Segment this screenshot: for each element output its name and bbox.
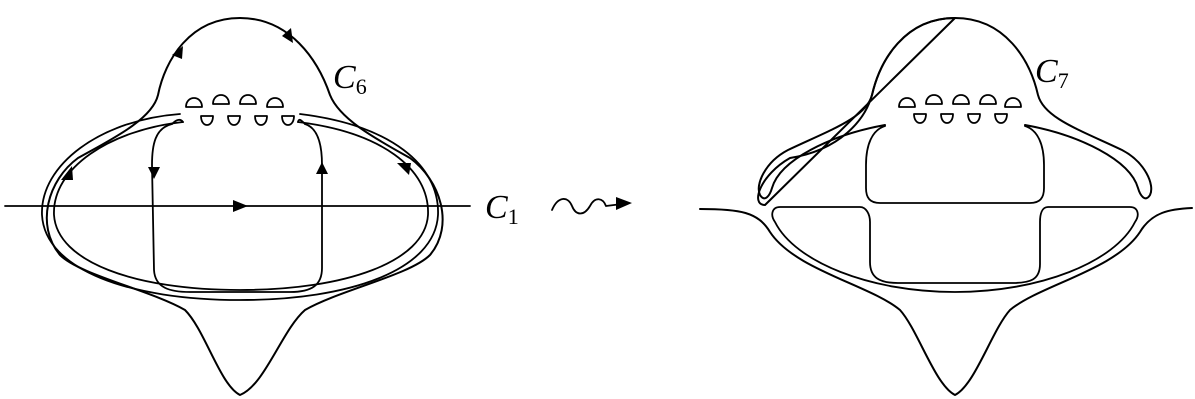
label-c7: C7 xyxy=(1035,53,1069,93)
label-c1: C1 xyxy=(485,189,519,229)
arrow-icon xyxy=(61,166,73,180)
label-c6: C6 xyxy=(333,59,367,99)
c6-outer-oval xyxy=(45,17,444,396)
inner-ellipse-band xyxy=(53,121,429,291)
squiggly-arrow-icon xyxy=(551,197,632,215)
inner-loop-connector-left xyxy=(171,118,184,125)
c7-bottom-shape xyxy=(699,207,1193,396)
arrow-icon xyxy=(282,28,293,43)
c7-small-ovals-upper xyxy=(898,94,1022,108)
arrow-icon xyxy=(233,200,248,212)
c7-inner-loop xyxy=(865,125,1045,204)
left-panel: C6 C1 xyxy=(4,17,519,396)
arrow-icon xyxy=(397,163,411,175)
right-panel: C7 xyxy=(699,17,1193,396)
c7-top-shape xyxy=(757,17,1153,200)
c7-outer-curve xyxy=(757,17,956,206)
c7-lower-band xyxy=(771,206,1139,293)
small-ovals-upper xyxy=(185,94,284,108)
c7-small-ovals-lower xyxy=(913,113,1008,124)
outer-ellipse-band xyxy=(41,113,439,301)
small-ovals-lower xyxy=(200,115,295,126)
arrow-icon xyxy=(316,162,328,174)
arrow-icon xyxy=(172,46,183,59)
inner-loop xyxy=(151,123,323,293)
inner-loop-connector-right xyxy=(297,118,306,125)
arrow-icon xyxy=(148,167,160,179)
